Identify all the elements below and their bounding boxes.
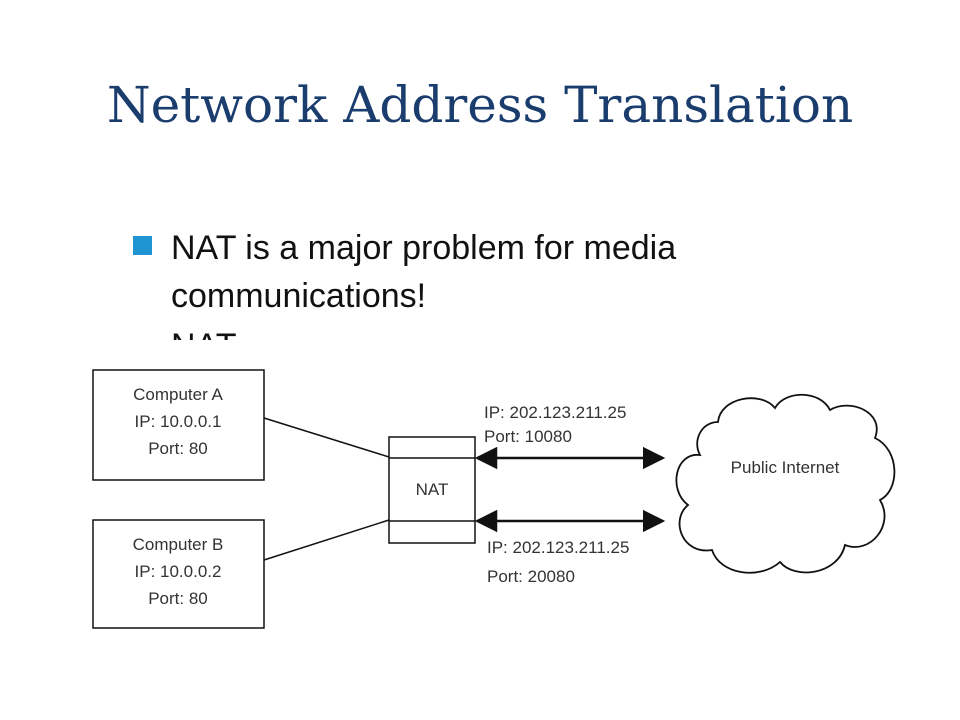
bullet-square-icon [133, 236, 152, 255]
computer-b-port: Port: 80 [148, 589, 208, 608]
nat-node: NAT [388, 436, 476, 544]
clipped-bullet-text: NAT [171, 322, 311, 340]
link-a-to-nat [263, 417, 390, 458]
nat-diagram-svg: Computer A IP: 10.0.0.1 Port: 80 Compute… [92, 369, 896, 629]
nat-diagram: Computer A IP: 10.0.0.1 Port: 80 Compute… [70, 340, 900, 640]
computer-a-port: Port: 80 [148, 439, 208, 458]
cloud-icon [675, 393, 896, 574]
bullet-line-2: communications! [171, 277, 427, 315]
computer-a-box [92, 369, 265, 481]
upper-link-port: Port: 10080 [484, 427, 572, 446]
cloud-label: Public Internet [731, 458, 840, 477]
computer-b-box [92, 519, 265, 629]
computer-b-name: Computer B [133, 535, 224, 554]
computer-b-node: Computer B IP: 10.0.0.2 Port: 80 [92, 519, 265, 629]
lower-public-link: IP: 202.123.211.25 Port: 20080 [474, 509, 666, 586]
lower-link-port: Port: 20080 [487, 567, 575, 586]
computer-a-ip: IP: 10.0.0.1 [135, 412, 222, 431]
link-b-to-nat [263, 519, 390, 561]
computer-a-node: Computer A IP: 10.0.0.1 Port: 80 [92, 369, 265, 481]
bullet-line-1: NAT is a major problem for media [171, 229, 677, 267]
nat-label: NAT [416, 480, 449, 499]
upper-public-link: IP: 202.123.211.25 Port: 10080 [474, 403, 666, 470]
lower-link-ip: IP: 202.123.211.25 [487, 538, 629, 557]
computer-b-ip: IP: 10.0.0.2 [135, 562, 222, 581]
bullet-text: NAT is a major problem for media communi… [171, 224, 871, 320]
computer-a-name: Computer A [133, 385, 223, 404]
clipped-bullet-label: NAT [171, 322, 236, 340]
upper-link-ip: IP: 202.123.211.25 [484, 403, 626, 422]
slide-title: Network Address Translation [106, 76, 854, 134]
public-internet-cloud: Public Internet [675, 393, 896, 574]
nat-box [388, 436, 476, 544]
